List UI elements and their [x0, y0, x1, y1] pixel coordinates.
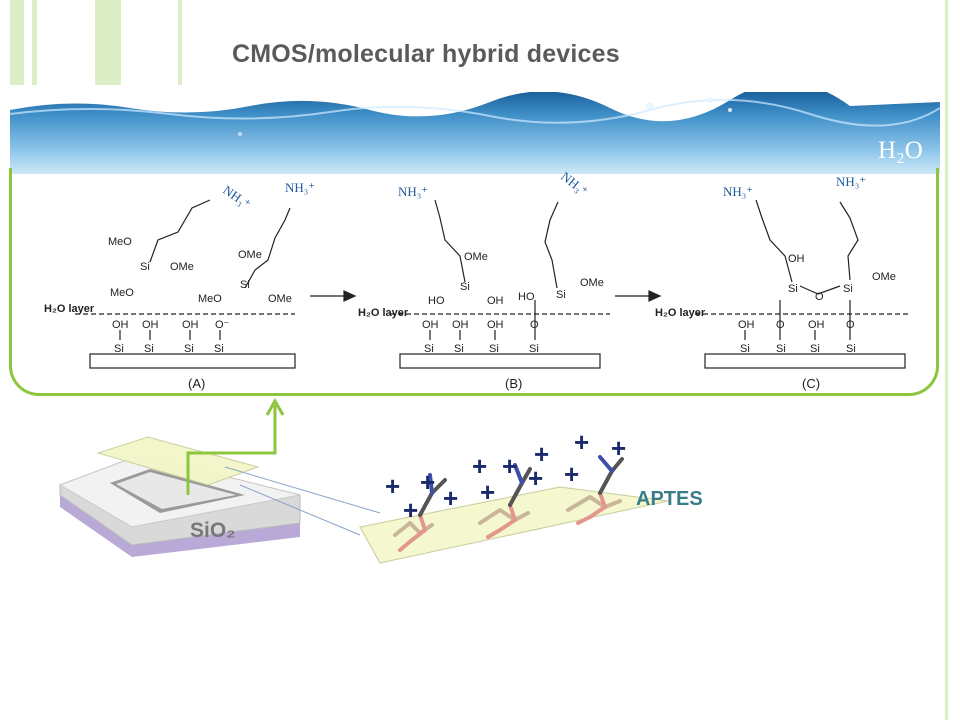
si-atom: Si: [140, 261, 150, 273]
arrow-right-icon: [343, 290, 357, 302]
si-atom: Si: [424, 343, 434, 355]
positive-charge-icon: +: [480, 477, 495, 507]
si-atom: Si: [843, 283, 853, 295]
si-atom: Si: [454, 343, 464, 355]
oh-group: OH: [788, 253, 805, 265]
si-atom: Si: [184, 343, 194, 355]
ome-group: OMe: [580, 277, 604, 289]
oh-group: OH: [487, 319, 504, 331]
panel-label: (B): [505, 376, 522, 391]
si-atom: Si: [460, 281, 470, 293]
deco-stripe: [95, 0, 121, 85]
oh-group: OH: [452, 319, 469, 331]
si-atom: Si: [776, 343, 786, 355]
positive-charge-icon: +: [528, 463, 543, 493]
positive-charge-icon: +: [502, 451, 517, 481]
positive-charge-icon: +: [385, 471, 400, 501]
si-atom: Si: [144, 343, 154, 355]
ome-group: OMe: [238, 249, 262, 261]
nh3-group: NH₃⁺: [398, 184, 428, 199]
oh-group: OH: [738, 319, 755, 331]
o-group: O: [815, 291, 824, 303]
ome-group: OMe: [268, 293, 292, 305]
ome-group: OMe: [170, 261, 194, 273]
positive-charge-icon: +: [534, 439, 549, 469]
ome-group: OMe: [464, 251, 488, 263]
water-label: H₂O: [878, 137, 923, 164]
molecule-strip: [359, 486, 669, 564]
film-layer: [96, 436, 260, 486]
positive-charge-icon: +: [611, 433, 626, 463]
si-atom: Si: [114, 343, 124, 355]
h2o-layer-label: H₂O layer: [358, 307, 409, 319]
reaction-panel: [9, 168, 939, 396]
deco-stripe: [32, 0, 37, 85]
nh3-group: NH₃⁺: [220, 182, 253, 212]
deco-side-rule: [945, 0, 948, 720]
water-banner: [10, 92, 940, 174]
si-atom: Si: [529, 343, 539, 355]
oh-group: OH: [808, 319, 825, 331]
nh3-group: NH₃⁺: [558, 170, 591, 199]
si-atom: Si: [788, 283, 798, 295]
ome-group: OMe: [872, 271, 896, 283]
aptes-reaction-scheme: H₂O layer H₂O layer H₂O layer MeO Si OMe…: [44, 170, 910, 391]
h2o-layer-label: H₂O layer: [44, 303, 95, 315]
si-atom: Si: [846, 343, 856, 355]
substrate-label: SiO₂: [190, 519, 236, 542]
up-arrow-icon: [186, 405, 277, 495]
nh3-group: NH₃⁺: [723, 184, 753, 199]
surface-slab: [89, 353, 296, 369]
si-atom: Si: [489, 343, 499, 355]
deco-stripe: [178, 0, 182, 85]
meo-group: MeO: [198, 293, 222, 305]
meo-group: MeO: [108, 236, 132, 248]
si-atom: Si: [214, 343, 224, 355]
positive-charge-icon: +: [574, 427, 589, 457]
positive-charge-icon: +: [564, 459, 579, 489]
positive-charge-icon: +: [403, 495, 418, 525]
ho-group: HO: [518, 291, 535, 303]
si-atom: Si: [810, 343, 820, 355]
deco-stripe: [10, 0, 24, 85]
oh-group: OH: [422, 319, 439, 331]
meo-group: MeO: [110, 287, 134, 299]
positive-charge-icon: +: [420, 467, 435, 497]
oh-group: OH: [182, 319, 199, 331]
positive-charge-icon: +: [443, 483, 458, 513]
o-group: O: [846, 319, 855, 331]
oh-group: OH: [142, 319, 159, 331]
si-atom: Si: [556, 289, 566, 301]
page-title: CMOS/molecular hybrid devices: [232, 40, 620, 68]
panel-label: (C): [802, 376, 820, 391]
substrate-base: [60, 495, 300, 557]
arrow-right-icon: [648, 290, 662, 302]
nh3-group: NH₃⁺: [836, 174, 866, 189]
o-minus-group: O⁻: [215, 319, 230, 331]
o-group: O: [530, 319, 539, 331]
si-atom: Si: [240, 279, 250, 291]
oh-group: OH: [487, 295, 504, 307]
surface-slab: [704, 353, 906, 369]
device-illustration: SiO₂ + + + + + + + + + + + + APTES: [58, 397, 703, 564]
si-atom: Si: [740, 343, 750, 355]
molecule-label: APTES: [636, 488, 703, 510]
surface-slab: [399, 353, 601, 369]
panel-label: (A): [188, 376, 205, 391]
oh-group: OH: [112, 319, 129, 331]
o-group: O: [776, 319, 785, 331]
h2o-layer-label: H₂O layer: [655, 307, 706, 319]
ho-group: HO: [428, 295, 445, 307]
nh3-group: NH₃⁺: [285, 180, 315, 195]
positive-charge-icon: +: [472, 451, 487, 481]
